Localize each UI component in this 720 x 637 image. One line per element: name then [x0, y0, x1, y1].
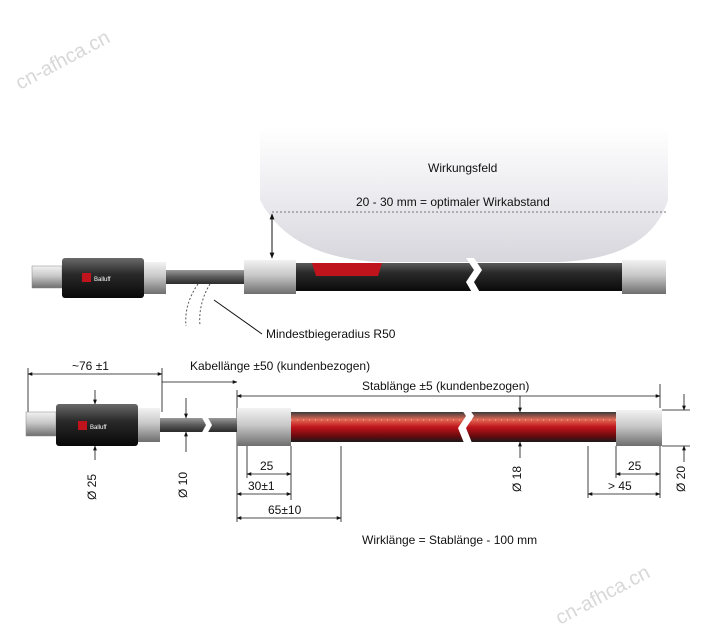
cable-length-label: Kabellänge ±50 (kundenbezogen) [190, 359, 370, 373]
rod-break [466, 258, 482, 296]
active-field-area [260, 128, 668, 262]
rod-active-body-dim [291, 412, 616, 442]
active-zone [312, 263, 382, 276]
dim-25-right-label: 25 [628, 459, 642, 473]
top-view: Wirkungsfeld 20 - 30 mm = optimaler Wirk… [31, 128, 668, 341]
cable-break-dim [200, 414, 212, 436]
connector-brand-text: Balluff [94, 277, 111, 283]
cable-bend [185, 283, 211, 327]
optimal-distance-label: 20 - 30 mm = optimaler Wirkabstand [356, 195, 550, 209]
rod-break-dim [458, 404, 474, 448]
dia-rod-label: Ø 18 [510, 466, 524, 492]
active-field-label: Wirkungsfeld [428, 161, 497, 175]
active-length-formula: Wirklänge = Stablänge - 100 mm [362, 533, 537, 547]
connector-red-mark [82, 273, 91, 282]
plug-tip-dim [25, 411, 57, 437]
dia-cable-label: Ø 10 [176, 472, 190, 498]
connector-red-mark-dim [78, 421, 87, 430]
plug-tip [31, 265, 63, 289]
dia-end-label: Ø 20 [674, 466, 688, 492]
bend-radius-label: Mindestbiegeradius R50 [266, 327, 396, 341]
connector-length-label: ~76 ±1 [72, 359, 109, 373]
dia-connector-label: Ø 25 [85, 474, 99, 500]
cable-dim [160, 418, 240, 432]
connector-collar-dim [138, 408, 160, 442]
watermark-top: cn-afhca.cn [12, 26, 114, 94]
connector-brand-text-dim: Balluff [90, 425, 107, 431]
connector-body [62, 258, 144, 298]
rod-length-label: Stablänge ±5 (kundenbezogen) [362, 379, 529, 393]
rod-cap-right-dim [616, 410, 662, 446]
dimension-view: ~76 ±1 Kabellänge ±50 (kundenbezogen) St… [25, 359, 690, 547]
rod-sleeve-left-dim [237, 408, 291, 446]
rod-sleeve-left [244, 260, 296, 294]
rod-cap-right [622, 260, 666, 294]
bend-radius-leader [213, 299, 263, 335]
dim-45-label: > 45 [608, 479, 632, 493]
dim-30-label: 30±1 [248, 479, 275, 493]
connector-body-dim [56, 404, 138, 446]
dim-25-left-label: 25 [260, 459, 274, 473]
cable [166, 270, 244, 284]
dim-65-label: 65±10 [268, 503, 302, 517]
connector-collar [144, 262, 166, 294]
watermark-bottom: cn-afhca.cn [552, 561, 654, 629]
